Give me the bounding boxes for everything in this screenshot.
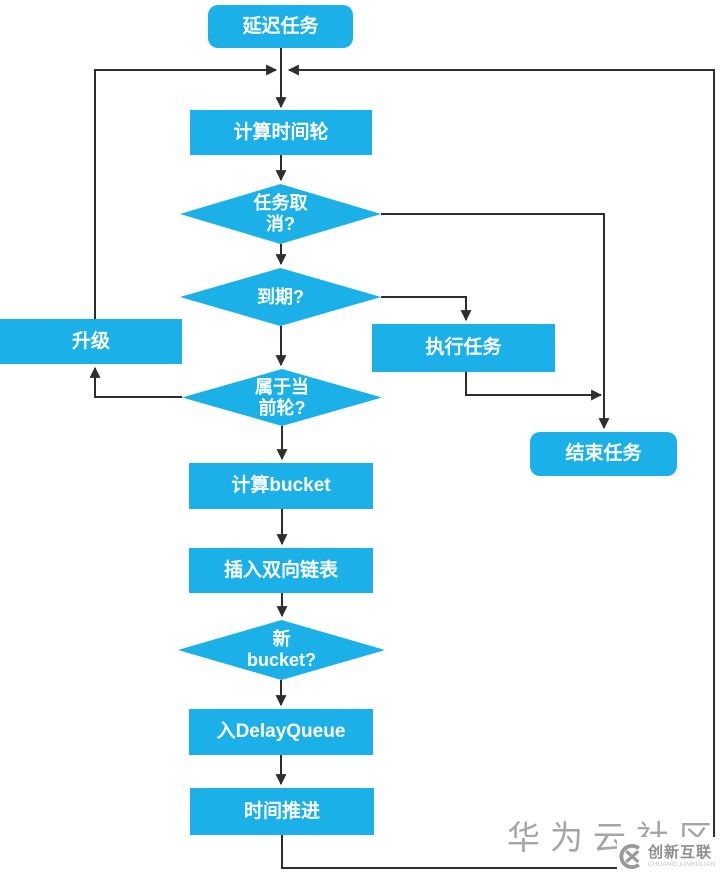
edge-task-cancel-to-end-task — [381, 213, 610, 430]
edge-expired-to-execute — [381, 296, 472, 322]
logo-watermark: 创新互联 CHUANG XINHULIAN — [617, 837, 720, 876]
node-end-task: 结束任务 — [530, 432, 677, 476]
edge-execute-to-end-task-line — [465, 372, 603, 401]
node-compute-bucket: 计算bucket — [189, 463, 373, 509]
node-execute-task: 执行任务 — [372, 324, 555, 372]
logo-text: 创新互联 — [648, 844, 713, 861]
edge-upgrade-loop-to-junction — [94, 64, 278, 319]
edge-current-wheel-to-upgrade — [89, 366, 182, 398]
node-enter-delay-queue: 入DelayQueue — [189, 709, 373, 755]
node-start-delayed-task: 延迟任务 — [208, 5, 353, 48]
node-compute-time-wheel: 计算时间轮 — [190, 110, 372, 155]
node-insert-doubly-linked-list: 插入双向链表 — [189, 548, 373, 593]
node-upgrade: 升级 — [0, 319, 182, 364]
logo-subtext: CHUANG XINHULIAN — [648, 862, 716, 868]
cx-circle-logo-icon — [619, 843, 640, 870]
node-time-advance: 时间推进 — [190, 788, 374, 835]
